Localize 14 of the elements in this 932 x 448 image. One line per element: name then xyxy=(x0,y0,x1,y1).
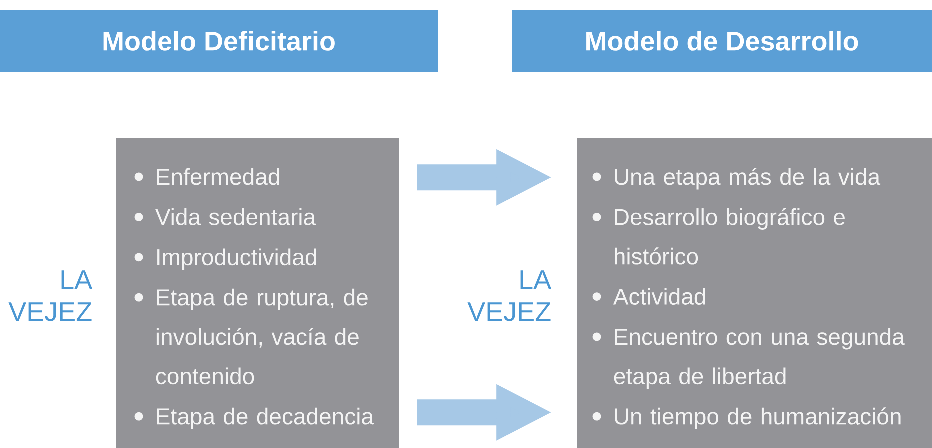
list-item: Etapa de decadencia xyxy=(157,408,374,430)
list-item: Vida sedentaria xyxy=(156,208,316,226)
list-item: Actividad xyxy=(613,288,706,305)
side-label: LA VEJEZ xyxy=(468,270,552,322)
list-item: Desarrollo biográfico e histórico xyxy=(615,208,845,265)
list-item: Encuentro con una segunda etapa de libertad xyxy=(614,328,905,390)
list-item: Etapa de ruptura, de involución, vacía de contenido xyxy=(156,288,368,385)
list-item: Enfermedad xyxy=(157,168,280,186)
list-item: Un tiempo de humanización xyxy=(615,408,901,430)
list-item: Improductividad xyxy=(158,248,316,270)
header-box: Modelo de Desarrollo xyxy=(512,10,932,72)
header-box: Modelo Deficitario xyxy=(0,10,438,72)
list-item: Una etapa más de la vida xyxy=(615,168,881,190)
side-label: LA VEJEZ xyxy=(8,270,93,322)
